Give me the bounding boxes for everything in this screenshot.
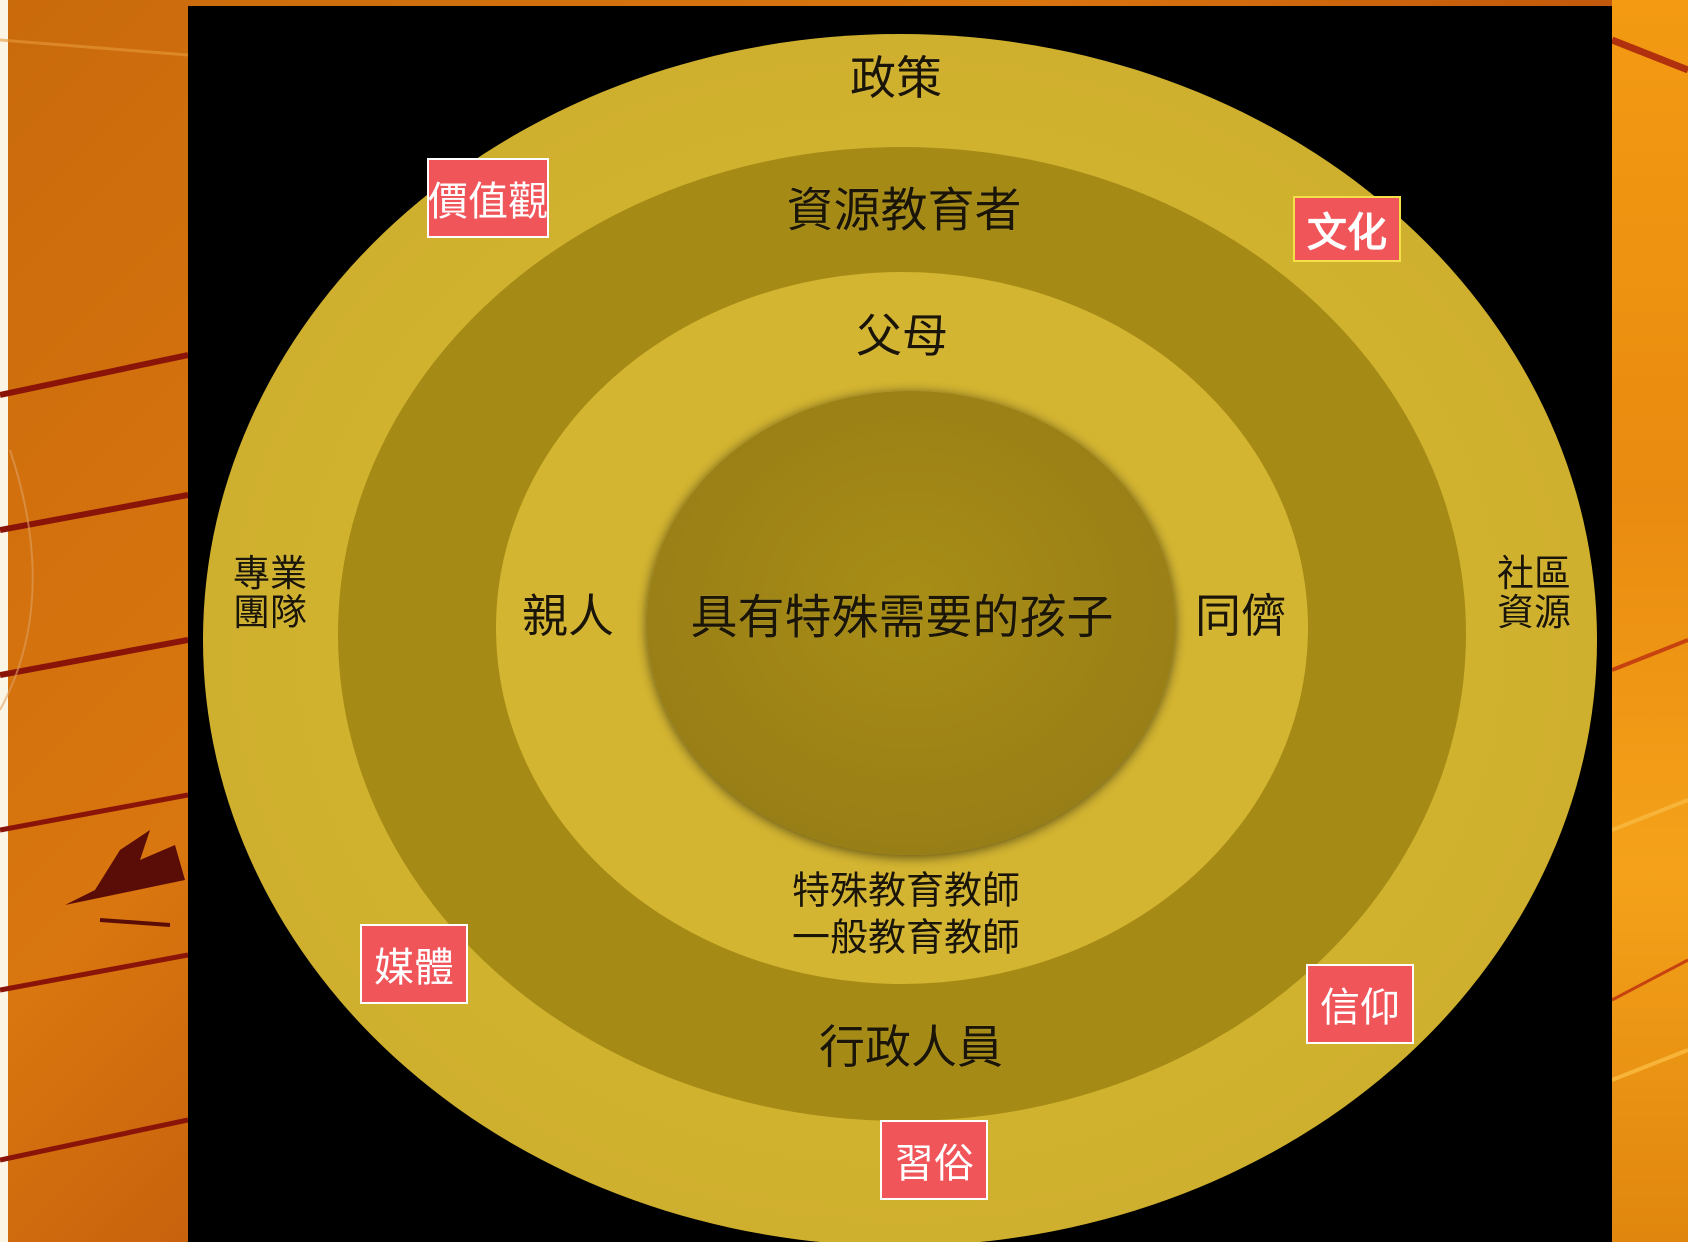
resource-educator-label: 資源教育者 — [786, 183, 1022, 239]
relatives-label: 親人 — [522, 589, 614, 643]
slide-left-edge — [0, 0, 8, 1242]
customs-tag: 習俗 — [880, 1120, 988, 1200]
administrative-staff-label: 行政人員 — [819, 1020, 1003, 1074]
peers-label: 同儕 — [1195, 589, 1287, 643]
special-ed-teacher-label: 特殊教育教師 — [791, 868, 1021, 913]
center-child-label: 具有特殊需要的孩子 — [690, 590, 1114, 646]
parents-label: 父母 — [856, 309, 948, 363]
background-left-decoration — [0, 0, 188, 1242]
values-tag: 價值觀 — [427, 158, 549, 238]
general-ed-teacher-label: 一般教育教師 — [791, 915, 1021, 960]
media-tag: 媒體 — [360, 924, 468, 1004]
professional-team-label: 專業 團隊 — [233, 552, 307, 634]
concentric-circles-diagram — [203, 34, 1597, 1242]
policy-label: 政策 — [850, 51, 942, 105]
diagram-stage: 政策 專業 團隊 社區 資源 資源教育者 特殊教育教師 一般教育教師 行政人員 … — [188, 6, 1612, 1242]
beliefs-tag: 信仰 — [1306, 964, 1414, 1044]
community-resources-label: 社區 資源 — [1497, 552, 1571, 634]
background-right-decoration — [1612, 0, 1688, 1242]
core-circle — [647, 391, 1175, 855]
culture-tag: 文化 — [1293, 196, 1401, 262]
